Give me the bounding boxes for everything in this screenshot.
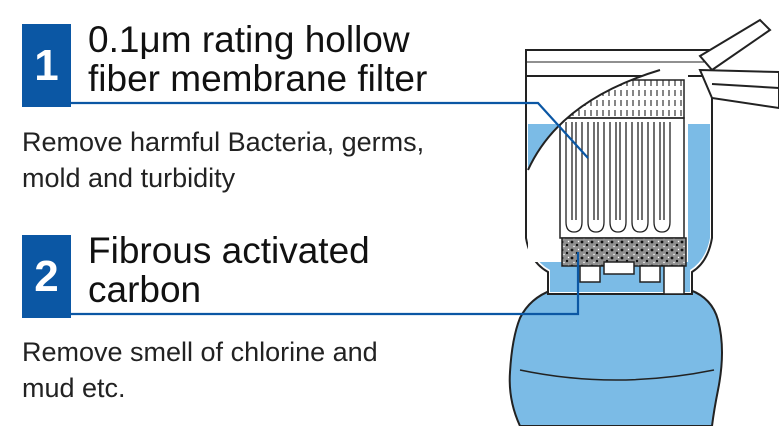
outlet-connector	[579, 261, 685, 295]
step-2-title: Fibrous activated carbon	[88, 230, 370, 310]
spout	[698, 18, 779, 110]
bottle-base	[508, 289, 723, 426]
step-2-description: Remove smell of chlorine and mud etc.	[22, 337, 378, 403]
cartridge-cutaway	[528, 70, 688, 262]
step-1-number-badge: 1	[22, 24, 71, 107]
step-1-description: Remove harmful Bacteria, germs, mold and…	[22, 127, 425, 193]
hollow-fiber-membrane-illustration	[559, 117, 685, 239]
step-1-callout-line	[70, 101, 589, 159]
step-2-callout-line	[70, 252, 580, 316]
step-1-title: 0.1μm rating hollow fiber membrane filte…	[88, 19, 428, 99]
cutaway-edge	[527, 69, 661, 171]
step-2-number-badge: 2	[22, 235, 71, 318]
